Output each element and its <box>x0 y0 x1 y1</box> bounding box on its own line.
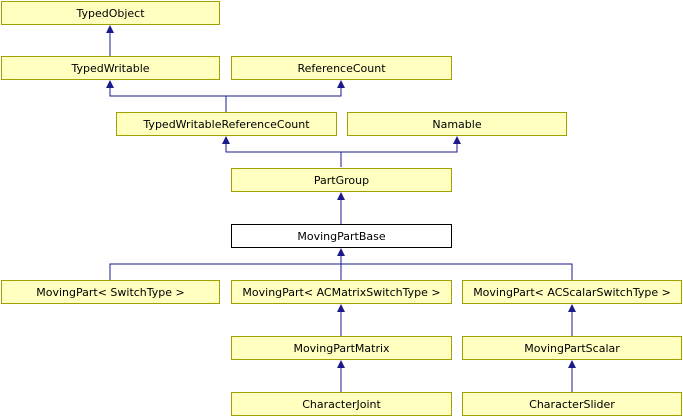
node-movingpartscalar[interactable]: MovingPartScalar <box>462 336 682 360</box>
node-characterslider[interactable]: CharacterSlider <box>462 392 682 416</box>
node-characterjoint[interactable]: CharacterJoint <box>231 392 452 416</box>
node-movingpart-acmatrixswitchtype[interactable]: MovingPart< ACMatrixSwitchType > <box>231 280 452 304</box>
node-typedwritable[interactable]: TypedWritable <box>1 56 220 80</box>
edge-twrc-to-typedwritable <box>106 80 227 112</box>
node-typedobject[interactable]: TypedObject <box>1 1 220 25</box>
node-namable[interactable]: Namable <box>347 112 567 136</box>
node-referencecount[interactable]: ReferenceCount <box>231 56 452 80</box>
node-movingpartmatrix[interactable]: MovingPartMatrix <box>231 336 452 360</box>
node-typedwritablereferencecount[interactable]: TypedWritableReferenceCount <box>116 112 337 136</box>
edge-partgroup-to-namable <box>341 136 461 153</box>
node-movingpart-switchtype[interactable]: MovingPart< SwitchType > <box>1 280 220 304</box>
edge-partgroup-to-twrc <box>222 136 342 167</box>
node-movingpart-acscalarswitchtype[interactable]: MovingPart< ACScalarSwitchType > <box>462 280 682 304</box>
node-partgroup[interactable]: PartGroup <box>231 168 452 192</box>
edge-twrc-to-referencecount <box>226 80 345 97</box>
node-movingpartbase-current: MovingPartBase <box>231 224 452 248</box>
